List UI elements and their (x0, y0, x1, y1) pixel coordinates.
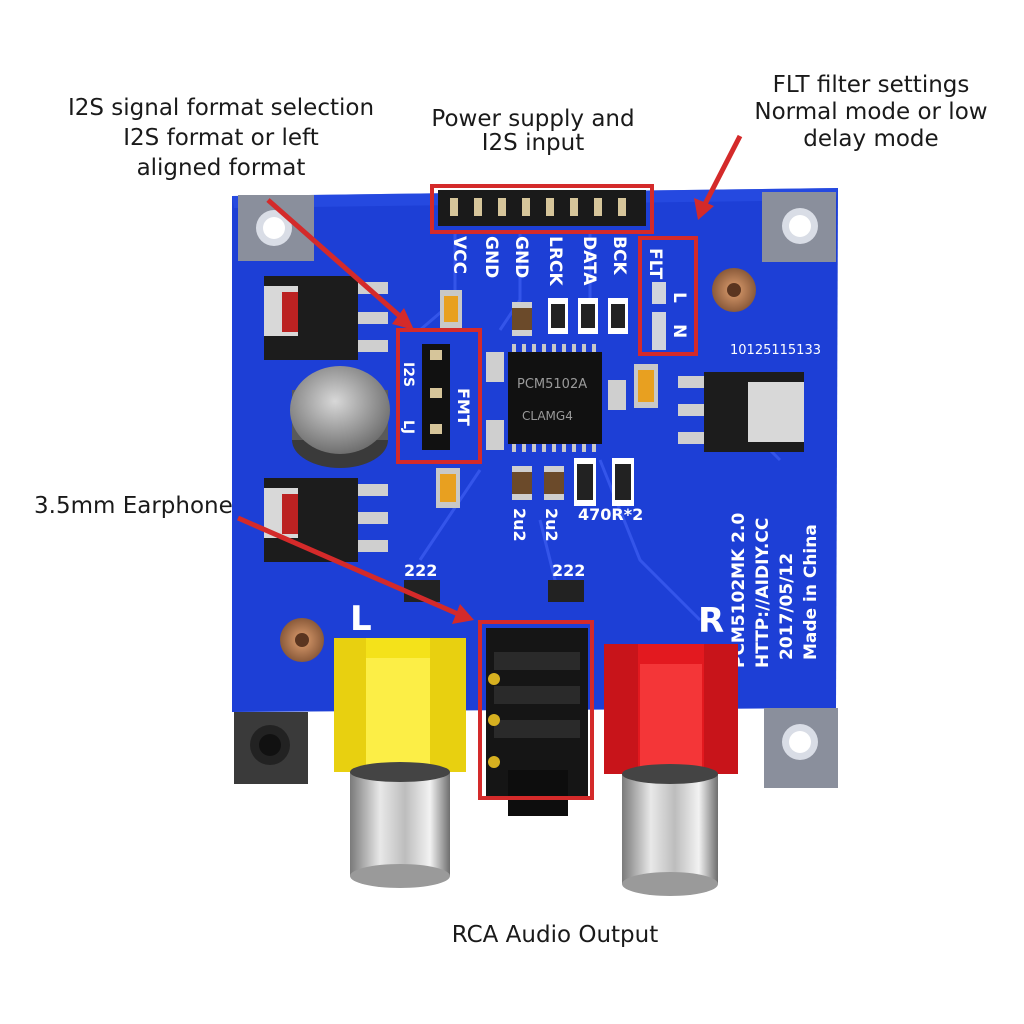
pin-label-data: DATA (579, 236, 599, 286)
callout-rca-output: RCA Audio Output (400, 920, 710, 950)
smd-components (404, 290, 658, 602)
highlight-fmt-jumper (396, 328, 482, 464)
resistor-network-label: 470R*2 (578, 505, 643, 524)
fmt-option-lj: LJ (400, 420, 416, 434)
channel-right-marker: R (698, 601, 724, 641)
earphone-jack (486, 628, 588, 816)
callout-line: I2S format or left (123, 125, 319, 151)
flt-option-l: L (669, 292, 689, 303)
callout-line: delay mode (803, 126, 939, 152)
silk-text: PCM5102MK 2.0 (729, 513, 749, 668)
callout-line: Normal mode or low (754, 99, 988, 125)
callout-flt-filter: FLT filter settings Normal mode or low d… (740, 72, 1002, 153)
pin-header (438, 190, 646, 226)
silk-text: Made in China (801, 524, 821, 660)
highlight-earphone-jack (478, 620, 594, 800)
regulator-top (264, 276, 388, 360)
flt-jumper: FLT L N (645, 248, 689, 350)
callout-line: FLT filter settings (772, 72, 970, 98)
electrolytic-capacitor (290, 366, 390, 468)
fmt-option-i2s: I2S (400, 362, 416, 387)
callout-line: 3.5mm Earphone (34, 493, 233, 519)
chip-label: PCM5102A (517, 377, 587, 392)
pin-label-gnd: GND (511, 236, 531, 278)
flt-label: FLT (645, 248, 665, 280)
rca-jack-left (334, 638, 466, 888)
silk-text: 2017/05/12 (777, 553, 797, 660)
callout-line: Power supply and (431, 106, 635, 132)
callout-line: aligned format (136, 155, 306, 181)
rca-jack-right (604, 644, 738, 896)
silk-text: HTTP://AIDIY.CC (753, 518, 773, 668)
mounting-hole-bottom-right (764, 708, 838, 788)
callout-power-input: Power supply and I2S input (420, 104, 646, 158)
resistor-label: 222 (552, 561, 585, 580)
highlight-flt-jumper (638, 236, 698, 356)
callout-earphone: 3.5mm Earphone (34, 491, 233, 521)
pin-label-gnd: GND (481, 236, 501, 278)
pin-label-lrck: LRCK (545, 236, 565, 286)
serial-number: 10125115133 (730, 343, 821, 358)
chip-label-2: CLAMG4 (522, 409, 573, 423)
callout-arrows (237, 134, 743, 624)
pin-label-vcc: VCC (449, 236, 469, 274)
highlight-pin-header (430, 184, 654, 234)
mounting-hole-top-right (762, 192, 836, 262)
callout-line: RCA Audio Output (451, 922, 659, 948)
cap-label: 2u2 (510, 508, 529, 542)
fmt-label: FMT (454, 388, 473, 426)
callout-line: I2S input (481, 130, 585, 156)
regulator-right (678, 372, 804, 452)
callout-i2s-format: I2S signal format selection I2S format o… (64, 93, 378, 183)
regulator-bottom (264, 478, 388, 562)
mounting-hole-bottom-left (234, 712, 308, 784)
channel-left-marker: L (350, 599, 372, 639)
pin-label-bck: BCK (609, 236, 629, 275)
fmt-jumper: I2S LJ FMT (400, 344, 473, 450)
resistor-label: 222 (404, 561, 437, 580)
callout-line: I2S signal format selection (67, 95, 375, 121)
dac-chip: PCM5102A CLAMG4 (508, 344, 602, 452)
cap-label: 2u2 (542, 508, 561, 542)
flt-option-n: N (669, 324, 689, 338)
